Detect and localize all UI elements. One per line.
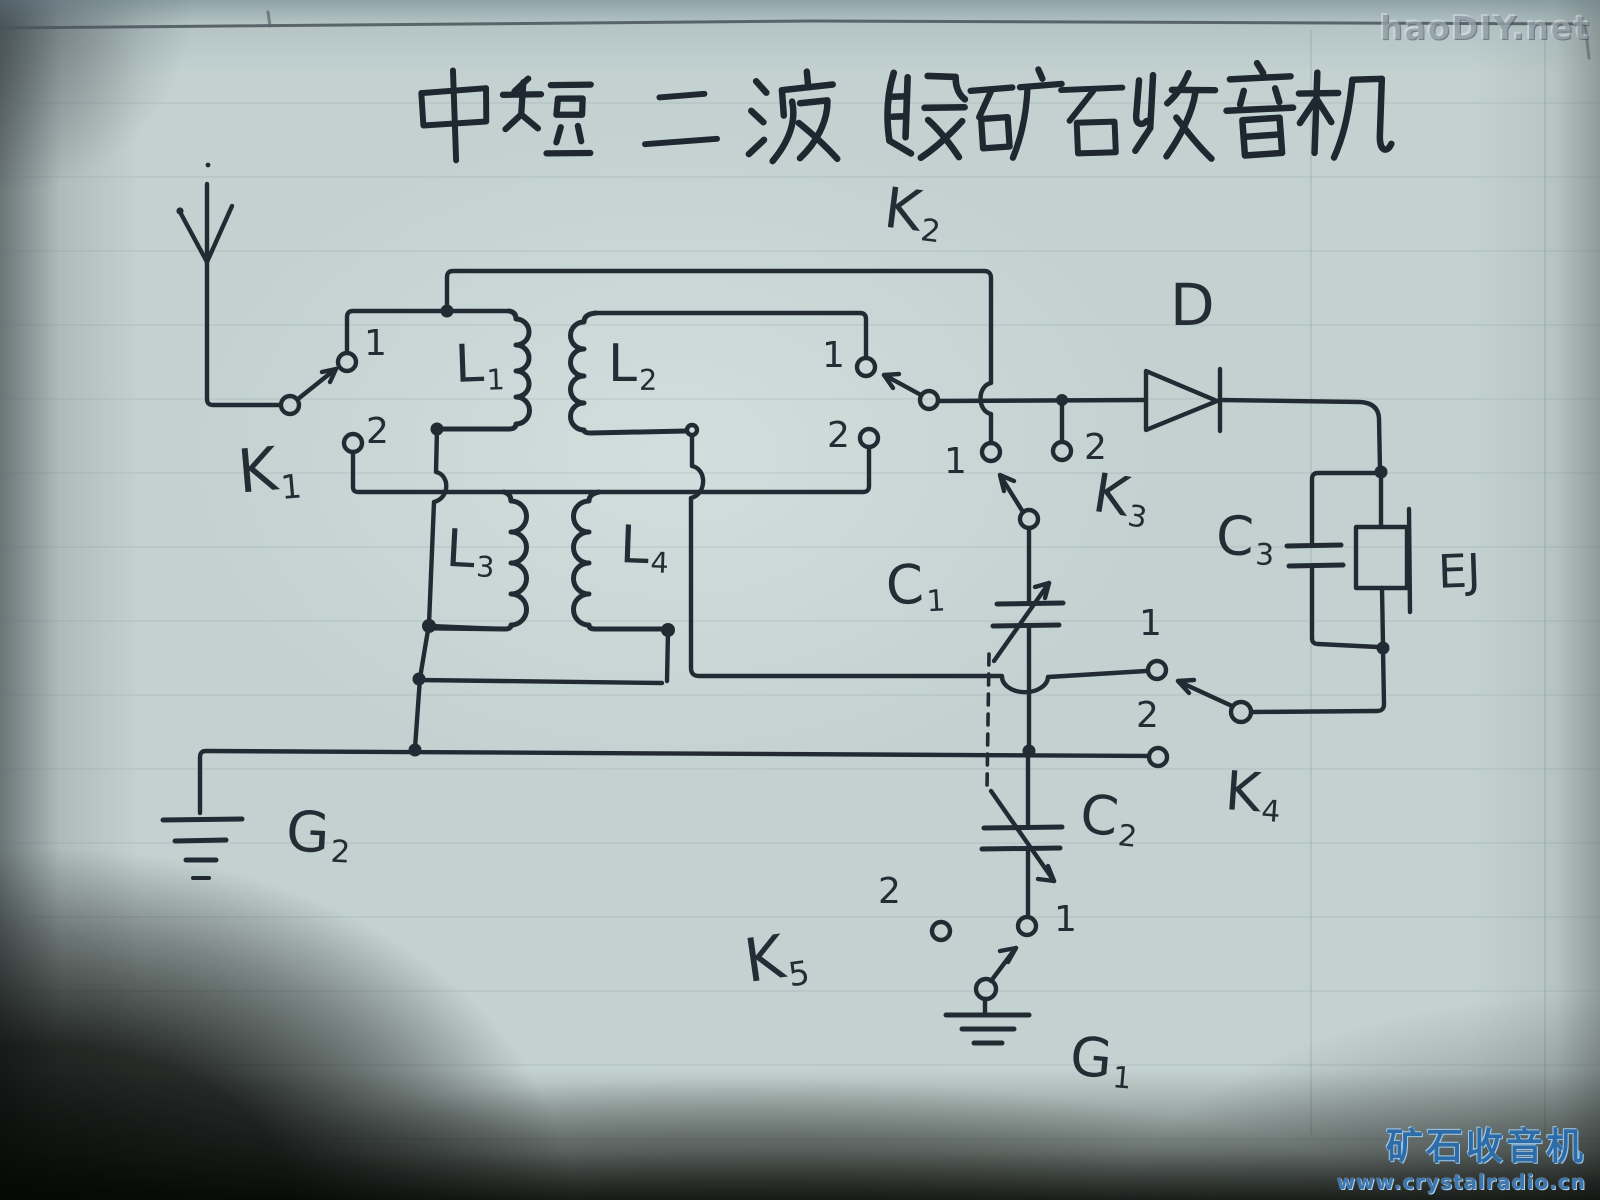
k3-contact1-number: 1 — [944, 441, 967, 482]
wire-l4-bottom-riser — [664, 628, 671, 684]
ground-g1-icon — [943, 1012, 1032, 1046]
k4-contact1-number: 1 — [1139, 603, 1162, 644]
title-char-bo — [745, 68, 841, 165]
title-char-yin — [1223, 59, 1297, 159]
title-char-duan — [499, 75, 594, 157]
terminal-l2-bottom — [684, 422, 700, 438]
label-g2: G2 — [284, 799, 352, 871]
k1-contact2-number: 2 — [366, 411, 389, 452]
diode-icon — [1143, 366, 1383, 473]
label-k3: K3 — [1088, 461, 1150, 536]
title-char-ji — [1295, 69, 1395, 161]
wire-k2-pole-row — [935, 397, 1149, 404]
switch-k2 — [854, 355, 941, 450]
wire-antenna-lead — [204, 259, 283, 408]
label-k5: K5 — [740, 922, 812, 998]
switch-k4 — [1145, 658, 1254, 769]
title-char-zhong — [418, 67, 490, 164]
label-g1: G1 — [1067, 1024, 1133, 1097]
label-c2: C2 — [1077, 782, 1139, 855]
label-k4: K4 — [1223, 759, 1282, 830]
k2-contact1-number: 1 — [822, 335, 845, 376]
k2-contact2-number: 2 — [827, 415, 850, 456]
label-l2: L2 — [608, 334, 658, 397]
gang-dashed-link — [985, 652, 991, 790]
k1-contact1-number: 1 — [364, 323, 387, 364]
title-strokes — [418, 59, 1395, 165]
wire-left-bus — [412, 426, 449, 751]
title-char-shou — [1132, 69, 1219, 162]
paper-edge — [0, 10, 1591, 60]
k4-contact2-number: 2 — [1136, 695, 1159, 736]
label-l4: L4 — [619, 515, 670, 580]
title-char-shi — [1058, 84, 1126, 157]
label-l1: L1 — [453, 333, 506, 397]
earphone-ej-icon — [1353, 471, 1413, 648]
label-c1: C1 — [884, 552, 947, 620]
antenna-icon — [176, 162, 235, 265]
k5-contact1-number: 1 — [1054, 899, 1077, 940]
wire-k1-contact2-row — [350, 444, 872, 495]
switch-k5 — [929, 914, 1039, 1002]
title-char-duan2 — [884, 69, 969, 162]
watermark-top-right: haoDIY.net — [1379, 8, 1590, 47]
wire-l3-bottom — [426, 623, 503, 632]
watermark-bottom-right: 矿石收音机 www.crystalradio.cn — [1337, 1116, 1586, 1194]
wire-l4-row — [415, 677, 665, 686]
label-d: D — [1170, 271, 1215, 339]
wire-ej-to-k4 — [1250, 647, 1387, 715]
capacitor-c3 — [1284, 470, 1382, 650]
capacitor-c2-variable — [979, 749, 1065, 919]
capacitor-c1-variable — [990, 525, 1066, 753]
switch-k3 — [979, 439, 1074, 531]
watermark-site-name: 矿石收音机 — [1386, 1125, 1586, 1168]
ground-g2-icon — [160, 816, 245, 880]
label-ej: EJ — [1436, 543, 1482, 599]
wire-ground-bus — [197, 748, 1150, 816]
label-l3: L3 — [444, 518, 496, 584]
label-k1: K1 — [234, 434, 304, 508]
label-k2: K2 — [880, 175, 943, 251]
k5-contact2-number: 2 — [878, 871, 901, 912]
k3-contact2-number: 2 — [1084, 427, 1107, 468]
title-char-er — [642, 90, 720, 148]
label-c3: C3 — [1215, 503, 1275, 573]
watermark-site-url: www.crystalradio.cn — [1336, 1170, 1586, 1194]
title-char-kuang — [967, 66, 1065, 161]
